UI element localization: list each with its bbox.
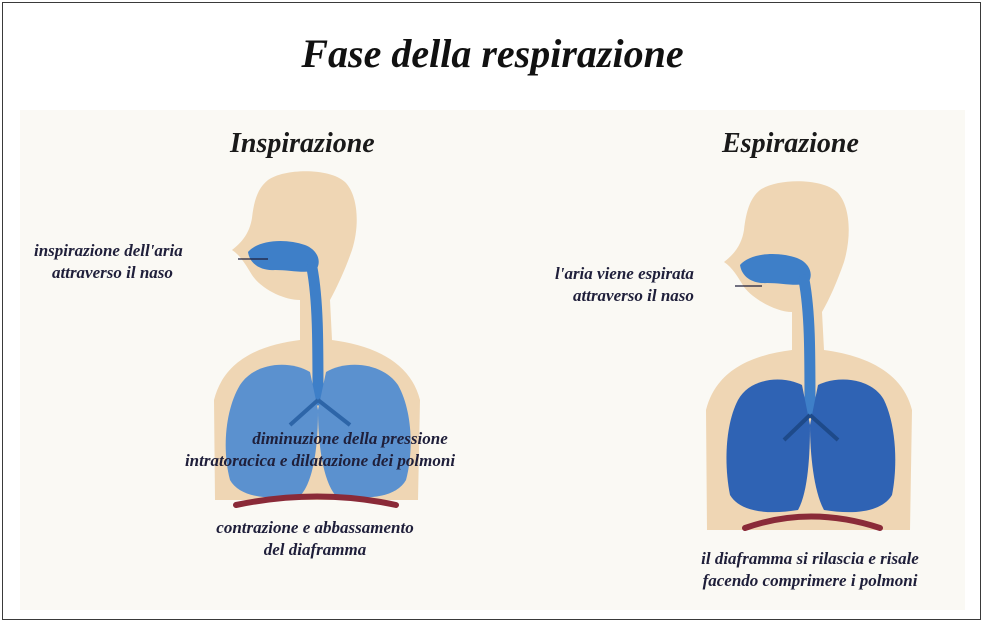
expiration-air-label-line2: attraverso il naso [555, 285, 694, 307]
expiration-diaphragm-label-line2: facendo comprimere i polmoni [650, 570, 970, 592]
inspiration-heading: Inspirazione [230, 128, 375, 160]
expiration-diaphragm-label-line1: il diaframma si rilascia e risale [650, 548, 970, 570]
inspiration-trachea [312, 268, 318, 400]
inspiration-diaphragm-label-line2: del diaframma [165, 539, 465, 561]
expiration-right-lung [810, 380, 895, 513]
inspiration-pressure-label-line1: diminuzione della pressione [135, 428, 505, 450]
expiration-air-label-line1: l'aria viene espirata [555, 263, 694, 285]
inspiration-air-label-line2: attraverso il naso [34, 262, 183, 284]
inspiration-air-label-line1: inspirazione dell'aria [34, 240, 183, 262]
expiration-air-label: l'aria viene espirata attraverso il naso [555, 263, 694, 307]
expiration-diaphragm-label: il diaframma si rilascia e risale facend… [650, 548, 970, 592]
expiration-trachea [804, 280, 810, 410]
inspiration-pressure-label-line2: intratoracica e dilatazione dei polmoni [135, 450, 505, 472]
inspiration-air-label: inspirazione dell'aria attraverso il nas… [34, 240, 183, 284]
expiration-figure [706, 181, 912, 530]
expiration-heading: Espirazione [722, 128, 859, 160]
expiration-left-lung [726, 380, 810, 513]
inspiration-diaphragm-label: contrazione e abbassamento del diaframma [165, 517, 465, 561]
inspiration-diaphragm [236, 497, 396, 506]
inspiration-diaphragm-label-line1: contrazione e abbassamento [165, 517, 465, 539]
inspiration-pressure-label: diminuzione della pressione intratoracic… [135, 428, 505, 472]
